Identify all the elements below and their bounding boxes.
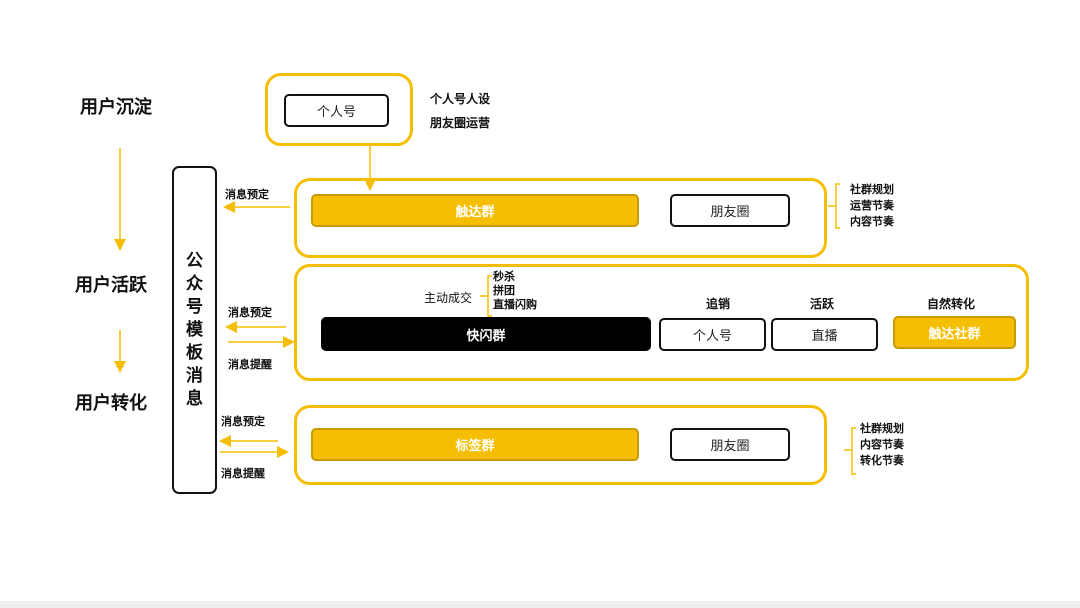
note-item: 社群规划 [850, 183, 894, 196]
moments-button[interactable]: 朋友圈 [670, 428, 790, 461]
deal-bracket [480, 275, 492, 317]
column-label: 活跃 [810, 297, 835, 311]
deal-item: 直播闪购 [493, 298, 537, 311]
personal-note: 个人号人设 [430, 92, 491, 106]
tag-msg-in-label: 消息预定 [221, 415, 265, 428]
stage-conversion: 用户转化 [75, 393, 147, 414]
reach-box [294, 178, 827, 258]
template-char: 板 [186, 342, 203, 363]
reach-notes: 社群规划 运营节奏 内容节奏 [850, 182, 894, 230]
note-item: 运营节奏 [850, 199, 894, 212]
live-stream-button[interactable]: 直播 [771, 318, 878, 351]
flash-box [294, 264, 1029, 381]
template-char: 公 [186, 250, 203, 271]
reach-msg-label: 消息预定 [225, 188, 269, 201]
flash-msg-out-label: 消息提醒 [228, 358, 272, 371]
template-char: 模 [186, 319, 203, 340]
personal-box [265, 73, 413, 146]
template-char: 众 [186, 273, 203, 294]
column-label: 追销 [706, 297, 731, 311]
stage-activation: 用户活跃 [75, 275, 147, 296]
tag-box [294, 405, 827, 485]
personal-account-button[interactable]: 个人号 [284, 94, 389, 127]
reach-group-button[interactable]: 触达群 [311, 194, 639, 227]
deal-label: 主动成交 [424, 291, 473, 305]
personal-note: 朋友圈运营 [430, 116, 491, 130]
template-char: 号 [186, 296, 203, 317]
flash-msg-in-label: 消息预定 [228, 306, 272, 319]
flash-group-button[interactable]: 快闪群 [321, 317, 651, 351]
column-label: 自然转化 [927, 297, 976, 311]
template-char: 息 [186, 388, 203, 409]
moments-button[interactable]: 朋友圈 [670, 194, 790, 227]
note-item: 转化节奏 [860, 454, 904, 467]
template-char: 消 [186, 365, 203, 386]
reach-community-button[interactable]: 触达社群 [893, 316, 1016, 349]
deal-item: 拼团 [493, 284, 515, 297]
tag-notes: 社群规划 内容节奏 转化节奏 [860, 421, 904, 469]
deal-item: 秒杀 [493, 270, 515, 283]
reach-notes-bracket [828, 183, 840, 229]
stage-retention: 用户沉淀 [80, 97, 152, 118]
template-message-box: 公 众 号 模 板 消 息 [172, 166, 217, 494]
note-item: 内容节奏 [860, 438, 904, 451]
tag-notes-bracket [844, 427, 856, 475]
tag-msg-out-label: 消息提醒 [221, 467, 265, 480]
followup-personal-button[interactable]: 个人号 [659, 318, 766, 351]
bottom-strip [0, 601, 1080, 608]
note-item: 社群规划 [860, 422, 904, 435]
tag-group-button[interactable]: 标签群 [311, 428, 639, 461]
note-item: 内容节奏 [850, 215, 894, 228]
deal-items: 秒杀 拼团 直播闪购 [493, 270, 537, 312]
